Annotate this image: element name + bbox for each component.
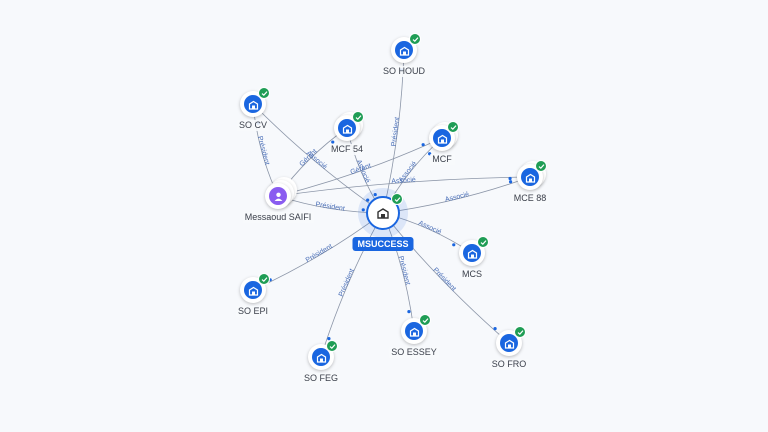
- node-mcs[interactable]: [459, 236, 489, 266]
- verified-check-icon: [477, 236, 489, 248]
- verified-check-icon: [326, 340, 338, 352]
- edge-arrow: [493, 327, 497, 331]
- edge-arrow: [508, 176, 512, 181]
- verified-check-icon: [419, 314, 431, 326]
- edge-arrow: [508, 180, 513, 184]
- edge-arrow: [421, 143, 425, 147]
- center-company-label[interactable]: MSUCCESS: [352, 237, 414, 251]
- center-company-node[interactable]: [366, 193, 403, 230]
- edge-arrow: [331, 140, 335, 144]
- edge-label: Associé: [444, 191, 470, 204]
- company-icon: [521, 168, 539, 186]
- graph-edge: [382, 212, 510, 344]
- edge-label: Président: [397, 255, 411, 285]
- edge-arrow: [452, 243, 456, 247]
- edge-label: Président: [338, 268, 356, 298]
- node-label[interactable]: MCE 88: [511, 193, 549, 204]
- graph-edge: [277, 176, 531, 197]
- node-so-cv[interactable]: [240, 87, 270, 117]
- company-icon: [433, 129, 451, 147]
- node-label[interactable]: MCF: [430, 154, 454, 165]
- verified-check-icon: [352, 111, 364, 123]
- company-icon: [463, 244, 481, 262]
- edge-label: Président: [315, 201, 345, 213]
- edge-arrow: [366, 198, 370, 202]
- edge-label: Président: [256, 135, 271, 165]
- node-so-essey[interactable]: [401, 314, 431, 344]
- node-label[interactable]: SO FEG: [301, 373, 341, 384]
- company-icon: [395, 41, 413, 59]
- company-icon: [338, 119, 356, 137]
- company-icon: [377, 208, 389, 219]
- graph-edge: [382, 176, 531, 214]
- node-label[interactable]: MCF 54: [328, 144, 366, 155]
- node-label[interactable]: Messaoud SAIFI: [242, 212, 314, 223]
- node-label[interactable]: MCS: [460, 269, 484, 280]
- graph-edge: [252, 103, 384, 214]
- edge-arrow: [327, 337, 331, 341]
- node-mcf-54[interactable]: [334, 111, 364, 141]
- node-mcf[interactable]: [429, 121, 459, 151]
- company-icon: [312, 348, 330, 366]
- node-so-feg[interactable]: [308, 340, 338, 370]
- node-label[interactable]: SO EPI: [235, 306, 271, 317]
- edge-arrow: [361, 208, 365, 212]
- verified-check-icon: [409, 33, 421, 45]
- node-label[interactable]: SO FRO: [489, 359, 529, 370]
- company-icon: [405, 322, 423, 340]
- company-icon: [244, 281, 262, 299]
- node-messaoud-saifi[interactable]: [265, 183, 291, 209]
- company-icon: [244, 95, 262, 113]
- node-so-fro[interactable]: [496, 326, 526, 356]
- graph-edge: [382, 212, 415, 332]
- node-so-epi[interactable]: [240, 273, 270, 303]
- edge-label: Président: [391, 117, 402, 147]
- verified-check-icon: [447, 121, 459, 133]
- node-label[interactable]: SO ESSEY: [389, 347, 439, 358]
- edge-arrow: [373, 192, 377, 197]
- graph-edge: [277, 137, 443, 197]
- node-mce-88[interactable]: [517, 160, 547, 190]
- verified-check-icon: [258, 273, 270, 285]
- node-label[interactable]: SO CV: [236, 120, 270, 131]
- verified-check-icon: [514, 326, 526, 338]
- node-label[interactable]: SO HOUD: [380, 66, 428, 77]
- edge-label: Président: [305, 243, 334, 264]
- edge-label: Associé: [391, 177, 416, 186]
- company-icon: [500, 334, 518, 352]
- edge-label: Président: [431, 267, 457, 293]
- person-icon: [269, 187, 287, 205]
- verified-check-icon: [535, 160, 547, 172]
- node-so-houd[interactable]: [391, 33, 421, 63]
- edge-arrow: [407, 310, 411, 314]
- verified-check-icon: [391, 193, 403, 205]
- graph-edge: [320, 212, 384, 358]
- edge-label: Associé: [417, 220, 442, 236]
- verified-check-icon: [258, 87, 270, 99]
